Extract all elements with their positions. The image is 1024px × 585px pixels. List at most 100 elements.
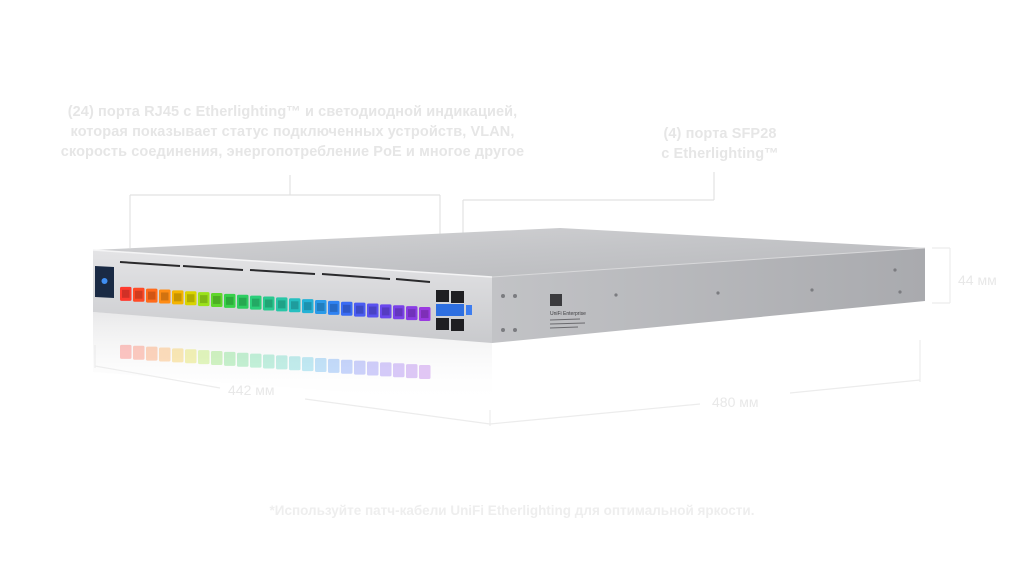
rj45-port-led-reflection	[406, 364, 418, 379]
rj45-port-led-reflection	[315, 358, 327, 373]
rj45-port-led	[315, 300, 327, 315]
rj45-port-led-reflection	[250, 353, 262, 368]
switch-top-surface	[93, 228, 925, 277]
rj45-port-socket	[356, 305, 364, 314]
rj45-port-led	[146, 288, 158, 303]
rj45-port-socket	[187, 294, 195, 303]
rj45-port-led-reflection	[146, 346, 158, 361]
rj45-port-led	[289, 298, 301, 313]
rj45-port-socket	[252, 298, 260, 307]
rj45-port-led	[172, 290, 184, 305]
rj45-port-led-reflection	[120, 344, 132, 359]
depth-dimension-label: 480 мм	[712, 394, 759, 410]
rj45-callout-line-3: скорость соединения, энергопотребление P…	[60, 144, 525, 160]
sfp-led-strip	[436, 304, 464, 316]
rj45-port-led-reflection	[185, 349, 197, 364]
rj45-port-led-reflection	[367, 361, 379, 376]
display-status-icon	[101, 278, 108, 284]
switch-side-panel	[492, 248, 925, 343]
footnote: *Используйте патч-кабели UniFi Etherligh…	[269, 503, 755, 518]
rj45-port-led	[263, 296, 275, 311]
rj45-callout-line-2: которая показывает статус подключенных у…	[70, 124, 515, 140]
rj45-port-led	[276, 297, 288, 312]
rj45-port-led	[341, 301, 353, 316]
sfp-ports-callout: (4) порта SFP28 с Etherlighting™	[620, 124, 820, 164]
rj45-port-socket	[317, 303, 325, 312]
qr-code-icon	[550, 294, 562, 306]
front-vents	[119, 261, 431, 283]
rj45-ports-callout: (24) порта RJ45 с Etherlighting™ и свето…	[20, 102, 565, 162]
sfp-port	[436, 318, 449, 330]
label-brand-text: UniFi Enterprise	[550, 311, 586, 317]
rj45-port-led-reflection	[211, 350, 223, 365]
sfp-port	[451, 319, 464, 331]
rj45-port-socket	[421, 310, 429, 319]
rj45-port-led	[211, 292, 223, 307]
rj45-port-led	[159, 289, 171, 304]
rj45-port-socket	[291, 301, 299, 310]
switch-front-panel	[93, 250, 492, 343]
rj45-port-socket	[382, 307, 390, 316]
rj45-port-led	[133, 287, 145, 302]
rj45-port-led	[406, 306, 418, 321]
sfp-callout-line-1: (4) порта SFP28	[663, 126, 777, 142]
rj45-port-led	[354, 302, 366, 317]
rj45-port-led-reflection	[276, 355, 288, 370]
rj45-port-socket	[369, 306, 377, 315]
product-label: UniFi Enterprise	[549, 294, 586, 329]
rj45-port-led	[198, 292, 210, 307]
rj45-port-socket	[135, 290, 143, 299]
sfp-port	[451, 291, 464, 303]
rj45-port-socket	[278, 300, 286, 309]
height-dimension-label: 44 мм	[958, 272, 997, 288]
rj45-port-led	[250, 295, 262, 310]
sfp-port	[436, 290, 449, 302]
rj45-port-led	[393, 305, 405, 320]
rj45-port-led-reflection	[237, 352, 249, 367]
rj45-port-led-reflection	[341, 359, 353, 374]
rj45-port-led	[367, 303, 379, 318]
rj45-port-socket	[200, 295, 208, 304]
rj45-port-led	[302, 299, 314, 314]
rj45-port-socket	[265, 299, 273, 308]
rj45-port-led-reflection	[419, 365, 431, 380]
rj45-port-led	[185, 291, 197, 306]
rj45-port-group	[120, 286, 431, 322]
rj45-port-led-reflection	[354, 360, 366, 375]
rj45-port-socket	[330, 303, 338, 312]
rj45-port-led-reflection	[302, 357, 314, 372]
rj45-port-led-reflection	[159, 347, 171, 362]
rj45-port-socket	[161, 292, 169, 301]
rj45-port-led	[380, 304, 392, 319]
rj45-callout-line-1: (24) порта RJ45 с Etherlighting™ и свето…	[67, 104, 518, 120]
sfp-led	[466, 305, 472, 315]
rj45-port-led-reflection	[172, 348, 184, 363]
rj45-port-led	[120, 286, 132, 301]
rj45-port-socket	[148, 291, 156, 300]
rj45-port-led-reflection	[133, 345, 145, 360]
sfp-port-group	[436, 290, 472, 331]
rj45-port-socket	[304, 302, 312, 311]
rj45-port-socket	[343, 304, 351, 313]
rj45-port-led-reflection	[380, 362, 392, 377]
width-dimension-label: 442 мм	[228, 382, 275, 398]
sfp-callout-line-2: с Etherlighting™	[661, 146, 779, 162]
rj45-port-led	[237, 294, 249, 309]
rj45-port-socket	[122, 289, 130, 298]
rj45-port-socket	[213, 295, 221, 304]
rj45-port-led-reflection	[393, 363, 405, 378]
rj45-port-led-reflection	[289, 356, 301, 371]
rj45-port-led	[328, 300, 340, 315]
rj45-port-socket	[226, 296, 234, 305]
rj45-port-led-reflection	[198, 350, 210, 365]
led-reflection	[120, 344, 431, 380]
rj45-port-led	[224, 293, 236, 308]
rj45-port-led-reflection	[328, 358, 340, 373]
rj45-port-led-reflection	[224, 351, 236, 366]
rj45-port-socket	[395, 308, 403, 317]
rj45-port-led	[419, 307, 431, 322]
side-screws	[501, 268, 902, 332]
rj45-port-socket	[408, 309, 416, 318]
